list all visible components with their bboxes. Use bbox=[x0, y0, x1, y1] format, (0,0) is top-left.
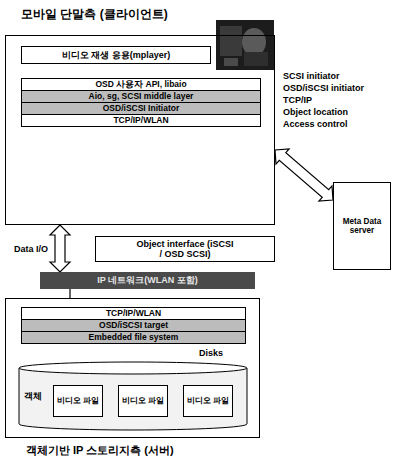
node-text: 비디오 파일 bbox=[122, 396, 164, 406]
object-label: 객체 bbox=[24, 391, 42, 401]
node-text: Object interface (iSCSI / OSD SCSI) bbox=[135, 239, 235, 260]
connector bbox=[50, 225, 70, 272]
file-box: 비디오 파일 bbox=[53, 385, 103, 417]
network-band: IP 네트워크(WLAN 포함) bbox=[40, 272, 255, 289]
client-title: 모바일 단말측 (클라이언트) bbox=[21, 8, 168, 22]
interface-box: Object interface (iSCSI / OSD SCSI) bbox=[95, 236, 275, 262]
node-text: Aio, sg, SCSI middle layer bbox=[89, 92, 194, 102]
protocol-note: TCP/IP bbox=[283, 94, 312, 106]
connector bbox=[69, 289, 70, 298]
layer-row: TCP/IP/WLAN bbox=[21, 114, 261, 127]
file-box: 비디오 파일 bbox=[118, 385, 168, 417]
node-text: Embedded file system bbox=[89, 333, 179, 343]
file-box: 비디오 파일 bbox=[183, 385, 233, 417]
storage-box: 객체기반 IP 스토리지측 (서버)TCP/IP/WLANOSD/iSCSI t… bbox=[5, 298, 260, 438]
server-box: Meta Data server bbox=[333, 182, 391, 270]
node-text: IP 네트워크(WLAN 포함) bbox=[97, 275, 197, 285]
protocol-note: OSD/iSCSI initiator bbox=[283, 82, 364, 94]
node-text: OSD/iSCSI target bbox=[99, 321, 168, 331]
storage-caption: 객체기반 IP 스토리지측 (서버) bbox=[26, 444, 174, 457]
node-text: Meta Data server bbox=[334, 217, 390, 236]
node-text: 비디오 재생 응용(mplayer) bbox=[62, 50, 171, 60]
node-text: 비디오 파일 bbox=[57, 396, 99, 406]
node-text: OSD/iSCSI Initiator bbox=[103, 104, 180, 114]
node-text: 비디오 파일 bbox=[187, 396, 229, 406]
node-text: TCP/IP/WLAN bbox=[106, 309, 161, 319]
protocol-note: Object location bbox=[283, 106, 348, 118]
edge-label: Data I/O bbox=[14, 243, 48, 255]
video-thumbnail bbox=[216, 20, 274, 70]
connector bbox=[275, 149, 333, 201]
app-box: 비디오 재생 응용(mplayer) bbox=[21, 46, 211, 64]
node-text: OSD 사용자 API, libaio bbox=[95, 80, 186, 90]
protocol-note: SCSI initiator bbox=[283, 70, 340, 82]
node-text: TCP/IP/WLAN bbox=[113, 116, 168, 126]
disk-cylinder: Disks객체비디오 파일비디오 파일비디오 파일 bbox=[18, 361, 248, 431]
client-box: 모바일 단말측 (클라이언트)비디오 재생 응용(mplayer)OSD 사용자… bbox=[5, 35, 275, 225]
disks-label: Disks bbox=[199, 348, 223, 358]
protocol-note: Access control bbox=[283, 118, 348, 130]
layer-row: Embedded file system bbox=[21, 331, 246, 344]
